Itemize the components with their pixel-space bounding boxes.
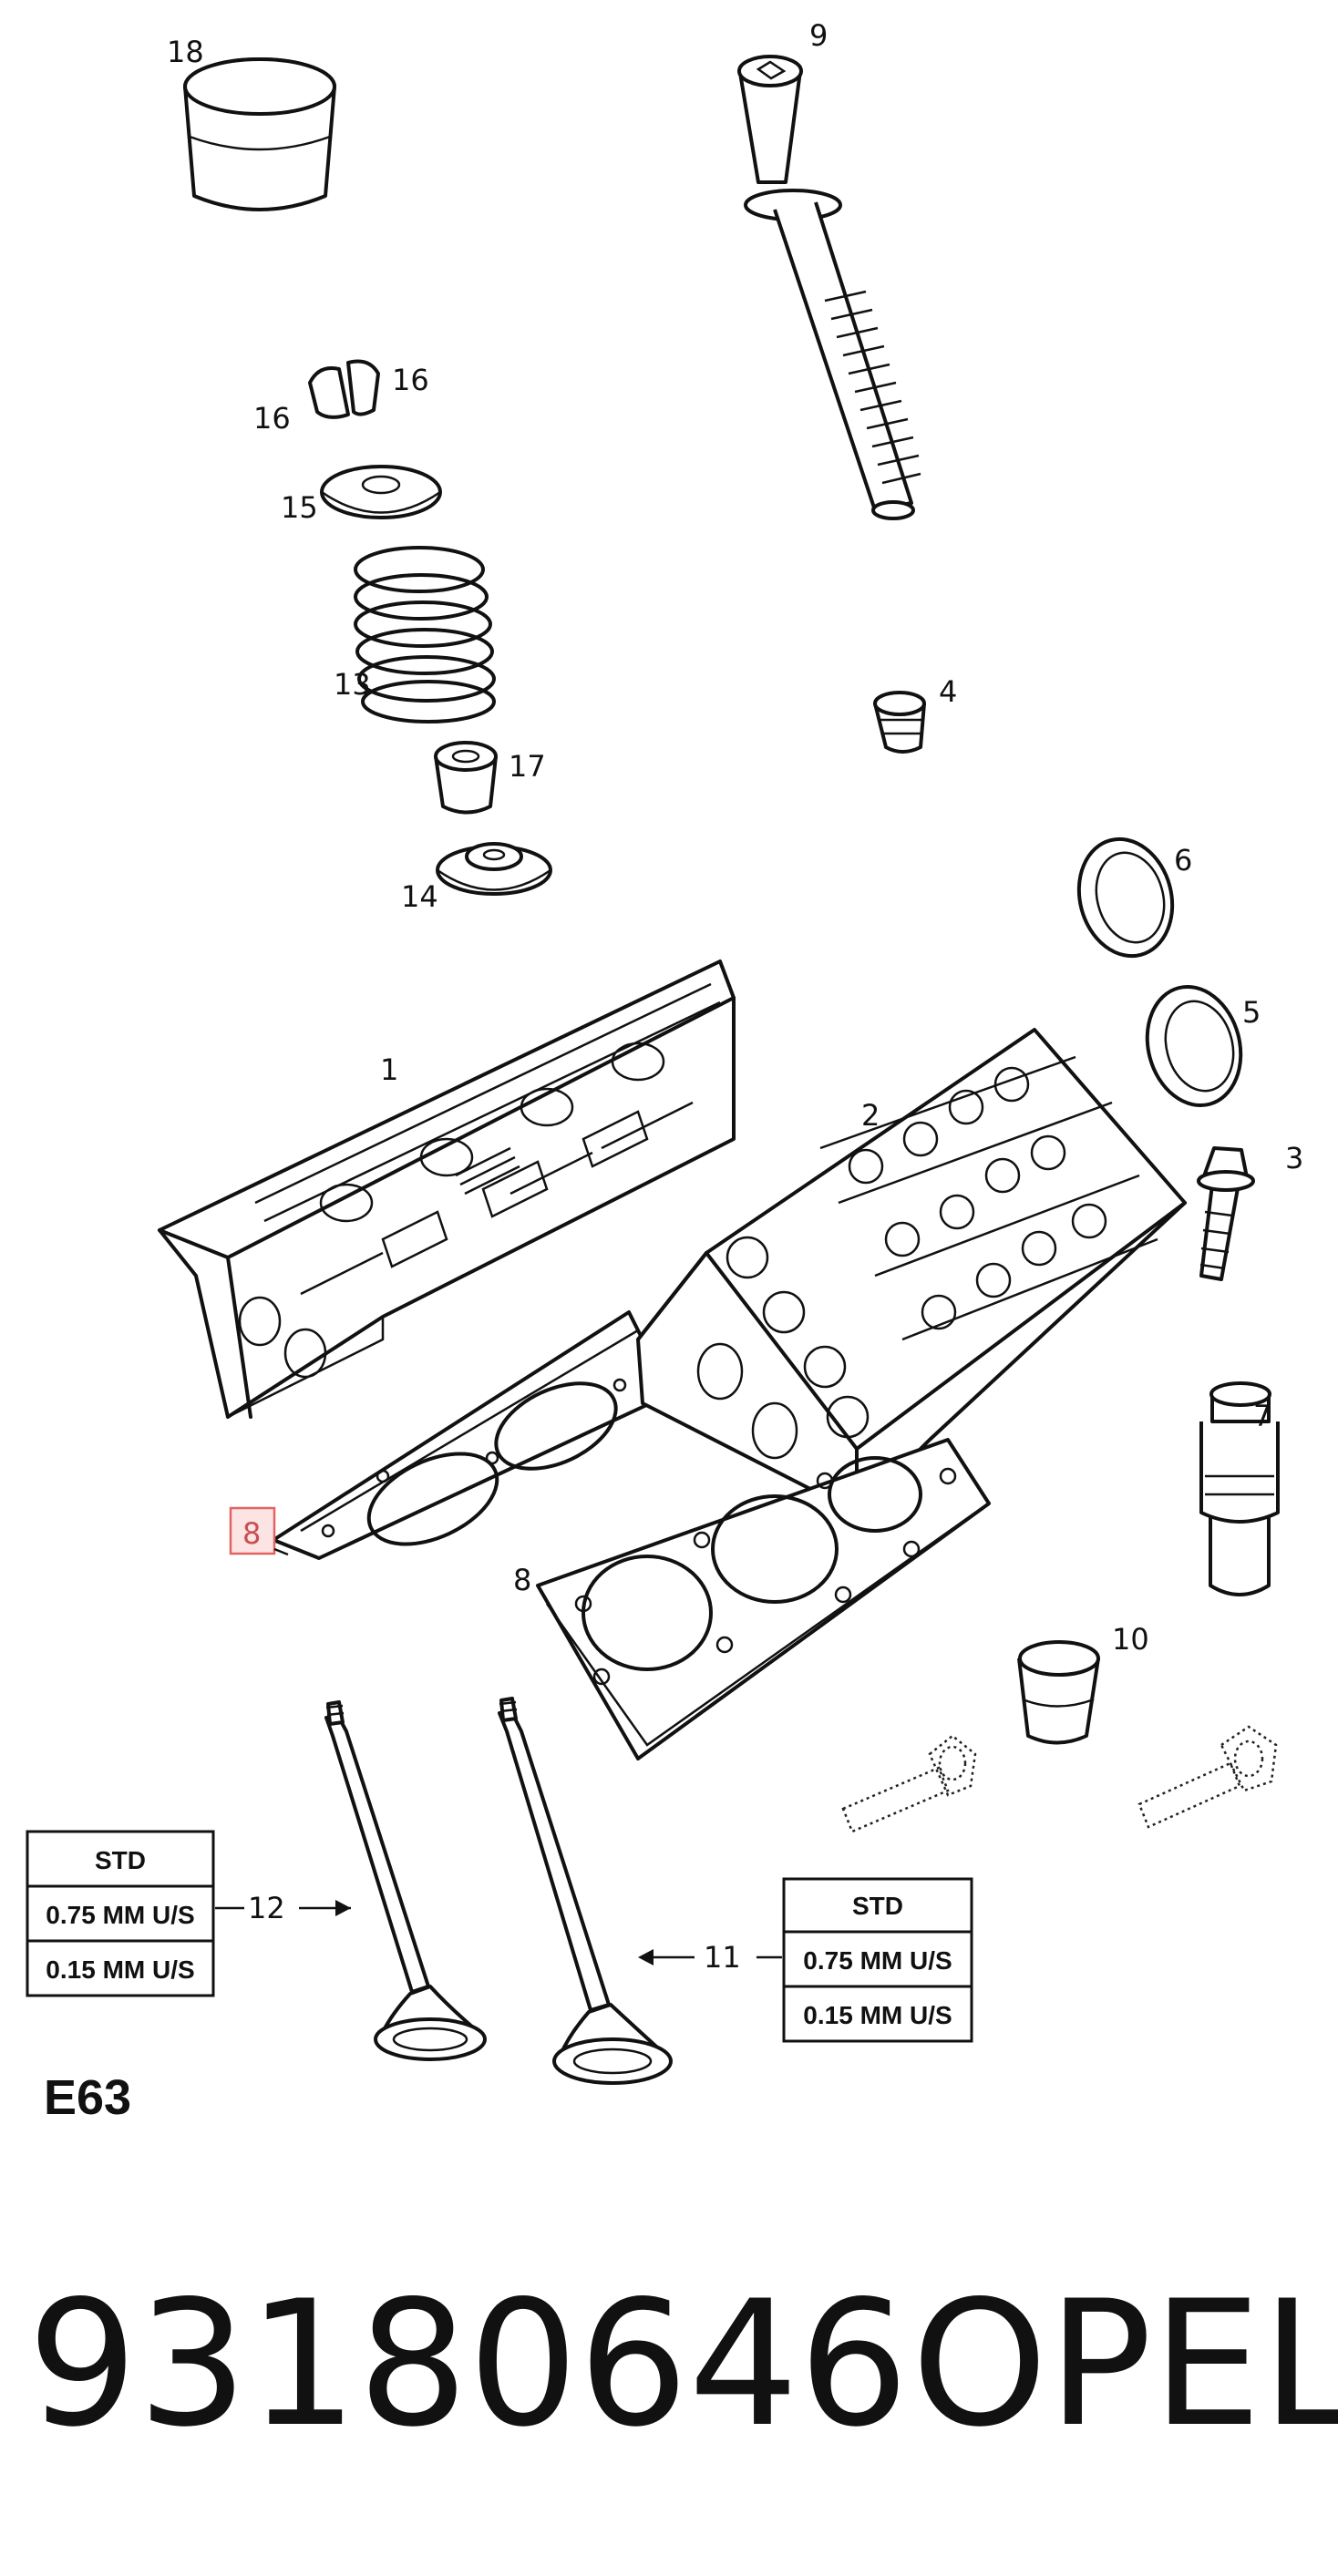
section-code: E63 [44, 2070, 131, 2125]
callout-5: 5 [1242, 995, 1261, 1030]
part-11-valve[interactable] [498, 1697, 673, 2085]
part-14-spring-seat[interactable] [436, 842, 552, 896]
callout-2: 2 [861, 1098, 880, 1133]
part-6-seal-ring[interactable] [1066, 828, 1185, 966]
table-right-std: STD [852, 1892, 903, 1920]
part-12-valve[interactable] [324, 1700, 487, 2061]
callout-1: 1 [380, 1052, 398, 1087]
part-16-valve-keepers[interactable] [308, 359, 380, 419]
callout-15: 15 [281, 490, 318, 525]
phantom-bolts [841, 1725, 1278, 1833]
callout-labels: 18 9 16 16 15 13 17 14 4 6 5 1 2 3 7 8 1… [167, 18, 1303, 1975]
part-5-seal-ring[interactable] [1135, 976, 1254, 1115]
part-8-head-gasket-right[interactable] [536, 1438, 991, 1760]
size-table-right: STD 0.75 MM U/S 0.15 MM U/S [782, 1877, 973, 2043]
part-17-valve-stem-seal[interactable] [434, 741, 498, 815]
callout-8-highlight[interactable]: 8 [229, 1506, 289, 1556]
callout-6: 6 [1174, 843, 1192, 877]
part-10-tappet[interactable] [1017, 1640, 1100, 1745]
part-4-plug[interactable] [873, 691, 926, 754]
callout-14: 14 [401, 879, 438, 914]
part-7-sensor[interactable] [1199, 1381, 1280, 1596]
size-table-left: STD 0.75 MM U/S 0.15 MM U/S [26, 1830, 215, 1997]
part-2-cylinder-head[interactable] [636, 1028, 1187, 1514]
part-number: 93180646 [27, 2263, 909, 2465]
table-right-075: 0.75 MM U/S [803, 1946, 952, 1975]
callout-3: 3 [1285, 1141, 1303, 1175]
table-left-std: STD [95, 1846, 146, 1874]
callout-16: 16 [392, 363, 429, 397]
part-9-head-bolt[interactable] [737, 55, 921, 520]
part-13-valve-spring[interactable] [354, 546, 496, 724]
callout-11: 11 [704, 1940, 741, 1975]
part-15-spring-retainer[interactable] [320, 465, 442, 519]
leader-lines [215, 1900, 782, 1965]
table-left-075: 0.75 MM U/S [46, 1901, 194, 1929]
part-3-bolt[interactable] [1197, 1146, 1255, 1281]
callout-10: 10 [1112, 1622, 1149, 1657]
callout-16: 16 [253, 401, 291, 436]
callout-17: 17 [509, 749, 546, 784]
callout-7: 7 [1253, 1399, 1271, 1433]
table-left-015: 0.15 MM U/S [46, 1955, 194, 1984]
part-18-tappet[interactable] [183, 57, 336, 211]
part-1-cylinder-head[interactable] [158, 960, 736, 1419]
callout-18: 18 [167, 35, 204, 69]
callout-8: 8 [513, 1563, 531, 1597]
callout-13: 13 [334, 667, 371, 702]
callout-4: 4 [939, 674, 957, 709]
callout-9: 9 [809, 18, 828, 53]
table-right-015: 0.15 MM U/S [803, 2001, 952, 2029]
brand-name: OPEL [911, 2263, 1338, 2465]
callout-8-highlight-label: 8 [242, 1516, 261, 1551]
callout-12: 12 [248, 1891, 285, 1925]
